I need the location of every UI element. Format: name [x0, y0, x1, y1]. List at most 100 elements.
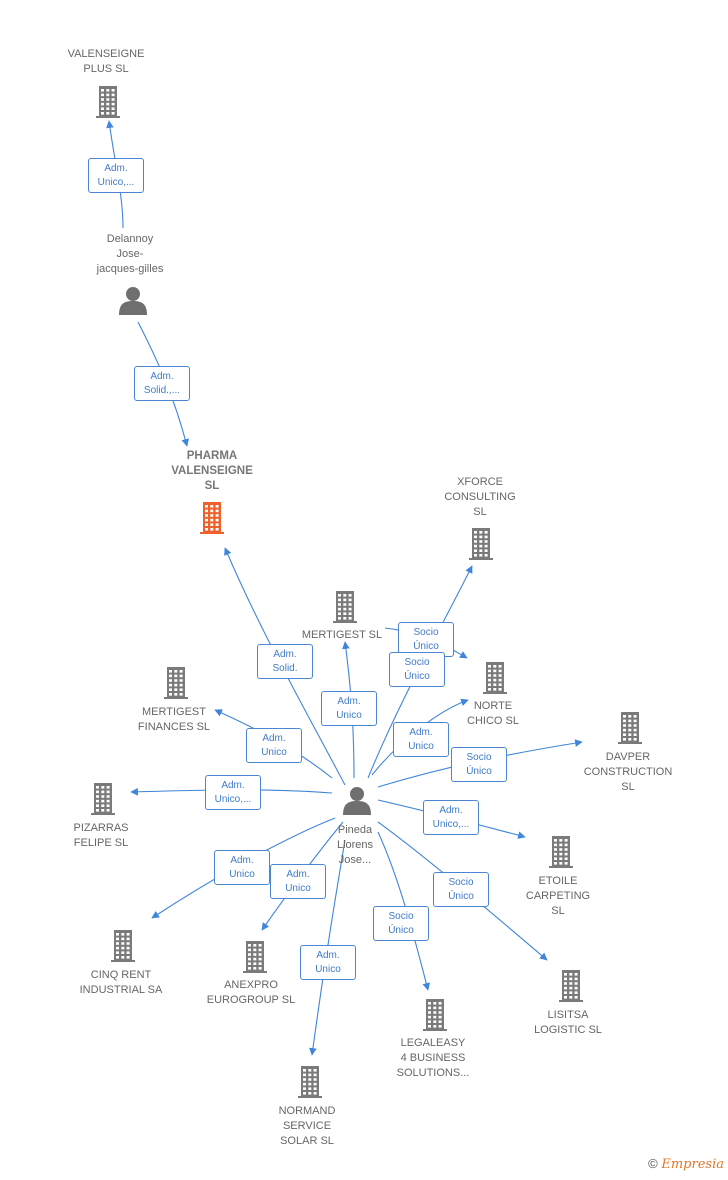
relation-label-line: Único	[448, 890, 474, 902]
node-label-line: EUROGROUP SL	[206, 994, 296, 1006]
node-label-line: Jose-	[116, 248, 144, 260]
node-label-line: LEGALEASY	[400, 1037, 466, 1049]
node-label-davper[interactable]: DAVPER CONSTRUCTION SL	[563, 750, 693, 795]
building-icon-valplus[interactable]	[96, 86, 120, 118]
node-label-line: CINQ RENT	[90, 969, 152, 981]
building-icon-legaleasy[interactable]	[423, 999, 447, 1031]
relation-label-pineda-to-pharma[interactable]: Adm. Solid.	[257, 644, 313, 679]
node-label-line: INDUSTRIAL SA	[79, 984, 163, 996]
relation-label-pineda-to-mertfin[interactable]: Adm. Unico	[246, 728, 302, 763]
relation-label-pineda-to-norte[interactable]: Adm. Unico	[393, 722, 449, 757]
person-icon-pineda[interactable]	[343, 787, 371, 815]
relation-label-line: Adm.	[150, 370, 174, 382]
node-label-line: PLUS SL	[83, 63, 129, 75]
node-label-line: DAVPER	[605, 751, 651, 763]
building-icon-pharma[interactable]	[200, 502, 224, 534]
building-icon-cinq[interactable]	[111, 930, 135, 962]
relation-label-line: Unico	[408, 740, 434, 752]
relation-label-line: Adm.	[409, 726, 433, 738]
relation-label-line: Socio	[466, 751, 492, 763]
relation-label-line: Adm.	[230, 854, 254, 866]
node-label-legaleasy[interactable]: LEGALEASY 4 BUSINESS SOLUTIONS...	[368, 1036, 498, 1081]
relation-label-line: Socio	[388, 910, 414, 922]
node-label-line: NORMAND	[278, 1105, 336, 1117]
building-icon-normand[interactable]	[298, 1066, 322, 1098]
relation-label-pineda-to-mertigest[interactable]: Adm.Unico	[321, 691, 377, 726]
node-label-line: SOLUTIONS...	[396, 1067, 470, 1079]
relation-label-line: Único	[388, 924, 414, 936]
relation-label-delannoy-to-pharma[interactable]: Adm. Solid.,...	[134, 366, 190, 401]
node-label-cinq[interactable]: CINQ RENT INDUSTRIAL SA	[56, 968, 186, 998]
node-label-line: PIZARRAS	[73, 822, 129, 834]
node-label-line: SL	[621, 781, 635, 793]
building-icon-anexpro[interactable]	[243, 941, 267, 973]
node-label-valplus[interactable]: VALENSEIGNE PLUS SL	[41, 47, 171, 77]
node-label-line: CARPETING	[525, 890, 591, 902]
node-label-line: SOLAR SL	[280, 1135, 334, 1147]
relation-label-pineda-to-cinq[interactable]: Adm. Unico	[214, 850, 270, 885]
building-icon-mertfin[interactable]	[164, 667, 188, 699]
relation-label-line: Adm.	[273, 648, 297, 660]
relation-label-pineda-to-pizarras[interactable]: Adm.Unico,...	[205, 775, 261, 810]
brand-initial: E	[661, 1157, 671, 1172]
relation-label-pineda-to-etoile[interactable]: Adm.Unico,...	[423, 800, 479, 835]
node-label-line: 4 BUSINESS	[400, 1052, 466, 1064]
relation-label-line: Unico	[229, 868, 255, 880]
relation-label-line: Unico,...	[214, 793, 252, 805]
node-label-line: VALENSEIGNE	[67, 48, 145, 60]
relation-label-line: Unico	[261, 746, 287, 758]
relation-label-pineda-to-normand[interactable]: Adm.Unico	[300, 945, 356, 980]
relation-label-line: Solid.,...	[143, 384, 181, 396]
node-label-line: CHICO SL	[467, 715, 519, 727]
building-icon-davper[interactable]	[618, 712, 642, 744]
person-icon-delannoy[interactable]	[119, 287, 147, 315]
relation-label-line: Unico,...	[97, 176, 135, 188]
building-icon-pizarras[interactable]	[91, 783, 115, 815]
relation-label-delannoy-to-valplus[interactable]: Adm. Unico,...	[88, 158, 144, 193]
relation-label-line: Adm.	[262, 732, 286, 744]
building-icon-etoile[interactable]	[549, 836, 573, 868]
node-label-line: Jose...	[338, 854, 372, 866]
node-label-mertigest[interactable]: MERTIGEST SL	[277, 628, 407, 643]
node-label-line: MERTIGEST SL	[301, 629, 383, 641]
relation-label-line: Único	[466, 765, 492, 777]
node-label-pizarras[interactable]: PIZARRAS FELIPE SL	[36, 821, 166, 851]
relation-label-pineda-to-anexpro[interactable]: Adm.Unico	[270, 864, 326, 899]
relation-label-line: Adm.	[316, 949, 340, 961]
node-label-lisitsa[interactable]: LISITSA LOGISTIC SL	[503, 1008, 633, 1038]
relation-label-line: Socio	[404, 656, 430, 668]
node-label-line: CONSTRUCTION	[583, 766, 673, 778]
building-icon-mertigest[interactable]	[333, 591, 357, 623]
node-label-line: SL	[473, 506, 487, 518]
node-label-line: CONSULTING	[444, 491, 516, 503]
relation-label-line: Adm.	[104, 162, 128, 174]
building-icon-lisitsa[interactable]	[559, 970, 583, 1002]
building-icon-xforce[interactable]	[469, 528, 493, 560]
relation-label-line: Solid.	[272, 662, 298, 674]
node-label-line: Delannoy	[106, 233, 154, 245]
relation-label-line: Socio	[413, 626, 439, 638]
building-icon-norte[interactable]	[483, 662, 507, 694]
brand-name: mpresia	[670, 1157, 724, 1172]
node-label-line: FINANCES SL	[137, 721, 211, 733]
relation-label-line: Adm.	[439, 804, 463, 816]
node-label-line: SL	[551, 905, 565, 917]
node-label-line: FELIPE SL	[73, 837, 129, 849]
relation-label-line: Único	[404, 670, 430, 682]
node-label-line: LISITSA	[547, 1009, 589, 1021]
node-label-line: Llorens	[336, 839, 374, 851]
node-label-line: LOGISTIC SL	[534, 1024, 602, 1036]
